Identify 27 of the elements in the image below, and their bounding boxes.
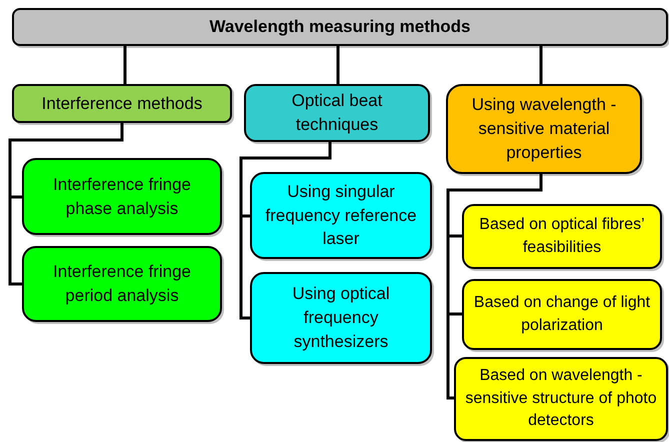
node-label: Using singular frequency reference laser bbox=[264, 180, 418, 250]
connector-line bbox=[124, 46, 126, 84]
category-box bbox=[22, 158, 222, 235]
connector-line bbox=[8, 123, 124, 286]
connector-line bbox=[336, 46, 340, 84]
category-box bbox=[250, 272, 432, 364]
category-box bbox=[22, 246, 222, 322]
node-label: Interference fringe period analysis bbox=[52, 261, 192, 307]
connector-line bbox=[540, 46, 542, 84]
node-label: Optical beat techniques bbox=[290, 90, 384, 136]
category-box bbox=[244, 84, 430, 142]
node-label: Based on optical fibres’ feasibilities bbox=[478, 215, 646, 258]
category-box bbox=[446, 84, 642, 174]
node-label: Based on wavelength -sensitive structure of photo detectors bbox=[464, 366, 658, 432]
node-label: Using wavelength -sensitive material properties bbox=[470, 94, 618, 164]
node-label: Interference fringe phase analysis bbox=[52, 174, 192, 220]
connector-line bbox=[446, 174, 542, 400]
node-label: Using optical frequency synthesizers bbox=[291, 283, 391, 353]
category-box bbox=[462, 204, 662, 269]
category-box bbox=[462, 279, 662, 350]
title-box bbox=[12, 8, 668, 46]
category-box bbox=[250, 172, 432, 259]
category-box bbox=[12, 84, 232, 123]
node-label: Based on change of light polarization bbox=[472, 293, 652, 336]
node-label: Wavelength measuring methods bbox=[209, 16, 471, 38]
category-box bbox=[454, 357, 668, 441]
node-label: Interference methods bbox=[42, 92, 202, 115]
